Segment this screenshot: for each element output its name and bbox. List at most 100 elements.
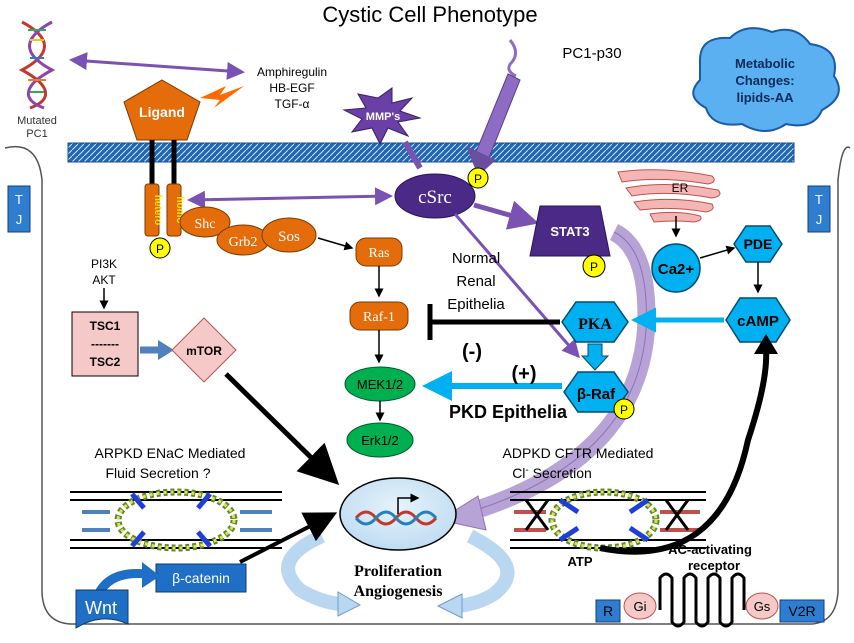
wnt-box (75, 589, 129, 629)
metabolic-line2: Changes: (735, 73, 794, 88)
lightning-icon (200, 86, 244, 108)
tsc-mtor-arrowhead (158, 340, 174, 360)
arpkd-line2: Fluid Secretion ? (105, 465, 210, 481)
csrc-phospho-label: P (474, 172, 482, 186)
dna-factor-arrow (69, 52, 245, 80)
normal-renal-line2: Renal (456, 273, 495, 290)
arpkd-nucleus-arrow (239, 512, 338, 564)
proliferation-label: Proliferation (354, 563, 442, 580)
v2r-box (779, 599, 825, 623)
adpkd-cftr-channel (510, 488, 706, 552)
tj-right-t: T (815, 192, 823, 207)
minus-label: (-) (462, 341, 482, 363)
mtor-nucleus-arrow (224, 372, 340, 486)
adpkd-secretion: Secretion (529, 465, 592, 481)
erk-label: Erk1/2 (361, 433, 399, 448)
growth-factor-hb-egf: HB-EGF (269, 81, 314, 95)
sos-node (261, 217, 317, 253)
er-label: ER (672, 181, 689, 195)
arpkd-line1: ARPKD ENaC Mediated (95, 445, 246, 461)
tsc1-label: TSC1 (90, 319, 121, 333)
csrc-phospho (467, 167, 489, 189)
braf-label: β-Raf (577, 386, 616, 403)
receptor-phospho (149, 237, 171, 259)
mtor-node (171, 317, 237, 383)
csrc-stat3-arrow (473, 200, 539, 230)
pc1-p30-squiggle (507, 39, 517, 78)
gi-protein (623, 592, 657, 620)
ac-camp-arrowhead (754, 334, 778, 354)
metabolic-line1: Metabolic (735, 56, 795, 71)
pi3k-label: PI3K (91, 257, 117, 271)
tsc2-label: TSC2 (90, 355, 121, 369)
mmps-starburst (342, 87, 422, 146)
gs-label: Gs (754, 599, 771, 614)
ca2-pde-arrow (699, 245, 736, 259)
braf-phospho (613, 398, 635, 420)
normal-renal-line1: Normal (452, 250, 500, 267)
adpkd-cl: Cl (512, 465, 525, 481)
r-receptor-box (595, 599, 621, 623)
cell-membrane (67, 142, 795, 163)
camp-node (725, 297, 791, 343)
stat3-label: STAT3 (550, 224, 589, 239)
mmps-label: MMP's (366, 111, 400, 123)
pde-label: PDE (744, 236, 773, 252)
tj-left-j: J (16, 212, 23, 227)
receptor-hetero (144, 183, 160, 237)
erk-node (346, 422, 414, 458)
adpkd-cl-sup: - (525, 465, 528, 476)
gpcr-receptor (658, 572, 746, 628)
mtor-label: mTOR (186, 344, 222, 358)
tj-left-t: T (15, 192, 23, 207)
wnt-label: Wnt (85, 598, 117, 618)
dna-label-line1: Mutated (17, 115, 57, 127)
diagram-title: Cystic Cell Phenotype (322, 2, 537, 27)
tight-junction-right (807, 185, 831, 233)
ras-label: Ras (369, 246, 390, 261)
pkd-epithelia-label: PKD Epithelia (449, 402, 568, 422)
tj-right-j: J (816, 212, 823, 227)
shc-label: Shc (195, 217, 216, 232)
receptor-homo (166, 183, 182, 237)
stat3-phospho (582, 254, 606, 278)
ac-camp-arrow (599, 349, 770, 555)
atp-label: ATP (567, 554, 592, 569)
adpkd-line1: ADPKD CFTR Mediated (503, 445, 654, 461)
metabolic-line3: lipids-AA (736, 90, 794, 105)
grb2-label: Grb2 (229, 235, 258, 250)
dna-label-line2: PC1 (26, 128, 47, 140)
shc-node (179, 206, 231, 238)
mmps-to-csrc-arrow (402, 140, 423, 170)
mek-label: MEK1/2 (357, 377, 403, 392)
stat3-node (529, 205, 611, 257)
tsc-separator: ------- (91, 337, 119, 351)
receptor-hetero-label: hetero (152, 195, 163, 226)
receptor-phospho-label: P (156, 242, 164, 256)
sos-label: Sos (278, 229, 300, 245)
tsc-complex (71, 311, 139, 377)
csrc-node (394, 173, 476, 219)
braf-phospho-label: P (620, 403, 628, 417)
ca2-node (651, 243, 701, 293)
normal-renal-line3: Epithelia (447, 296, 505, 313)
camp-label: cAMP (737, 313, 779, 330)
akt-label: AKT (92, 273, 116, 287)
stat3-nucleus-arrow-edge (469, 231, 647, 513)
v2r-label: V2R (788, 603, 815, 619)
metabolic-cloud (692, 27, 840, 132)
ca2-label: Ca2+ (658, 261, 695, 278)
proliferation-cycle-right-head (436, 593, 463, 619)
growth-factor-tgf-alpha: TGF-α (275, 97, 310, 111)
ligand-pentagon (123, 79, 201, 141)
pde-node (733, 225, 783, 263)
r-receptor-label: R (603, 603, 613, 619)
proliferation-cycle-right (457, 529, 515, 613)
pka-braf-arrow (580, 343, 610, 371)
growth-factor-amphiregulin: Amphiregulin (257, 65, 327, 79)
nucleus-dna-icon (354, 510, 438, 526)
pka-node (561, 301, 629, 343)
dna-helix-icon (18, 20, 56, 110)
gs-protein (745, 592, 779, 620)
